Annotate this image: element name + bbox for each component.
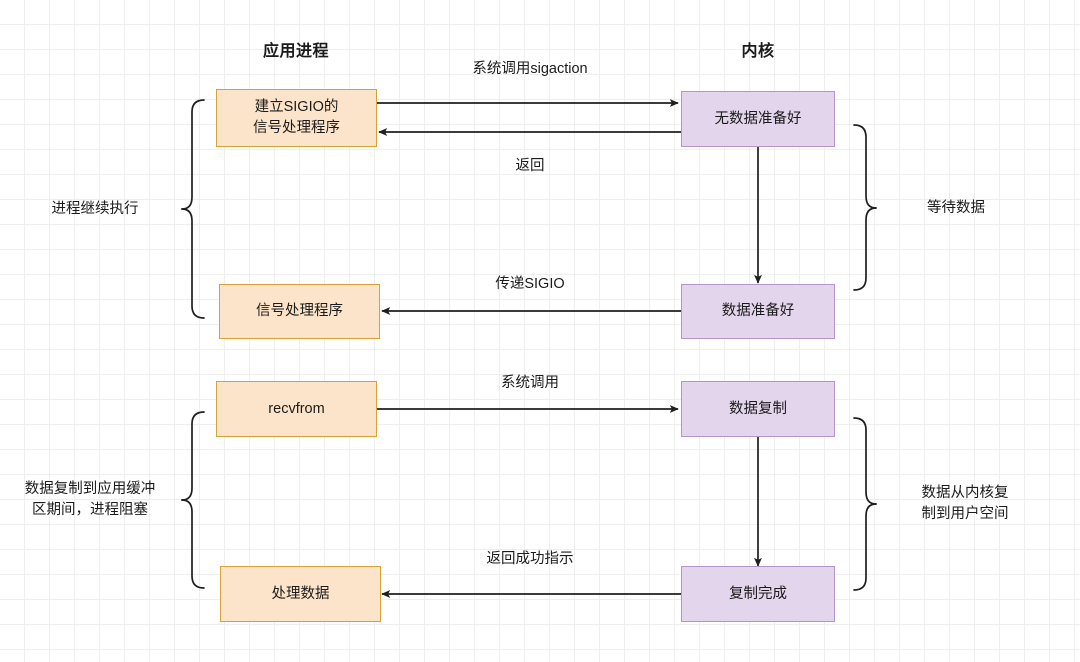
- edge-label-sigaction: 系统调用sigaction: [472, 61, 588, 77]
- brace-left-top: [181, 99, 205, 319]
- side-label-waiting-for-data: 等待数据: [927, 200, 985, 216]
- edge-label-return: 返回: [515, 158, 545, 174]
- column-header-app: 应用进程: [262, 43, 329, 60]
- edge-label-deliver-sigio: 传递SIGIO: [495, 276, 565, 292]
- node-kernel-copy-complete[interactable]: 复制完成: [681, 566, 835, 622]
- node-app-process-data[interactable]: 处理数据: [220, 566, 381, 622]
- node-app-recvfrom[interactable]: recvfrom: [216, 381, 377, 437]
- side-label-process-continues: 进程继续执行: [51, 201, 139, 217]
- brace-right-top: [853, 124, 877, 291]
- node-app-signal-handler[interactable]: 信号处理程序: [219, 284, 380, 339]
- node-app-setup-sigio-handler[interactable]: 建立SIGIO的 信号处理程序: [216, 89, 377, 147]
- side-label-process-blocked: 数据复制到应用缓冲 区期间，进程阻塞: [24, 481, 156, 518]
- edge-label-return-success: 返回成功指示: [486, 551, 574, 567]
- column-header-kernel: 内核: [741, 43, 775, 60]
- edge-label-syscall: 系统调用: [501, 375, 559, 391]
- node-kernel-data-copying[interactable]: 数据复制: [681, 381, 835, 437]
- side-label-copy-kernel-to-user: 数据从内核复 制到用户空间: [921, 485, 1009, 522]
- node-kernel-data-ready[interactable]: 数据准备好: [681, 284, 835, 339]
- node-kernel-no-data-ready[interactable]: 无数据准备好: [681, 91, 835, 147]
- brace-right-bottom: [853, 417, 877, 591]
- brace-left-bottom: [181, 411, 205, 589]
